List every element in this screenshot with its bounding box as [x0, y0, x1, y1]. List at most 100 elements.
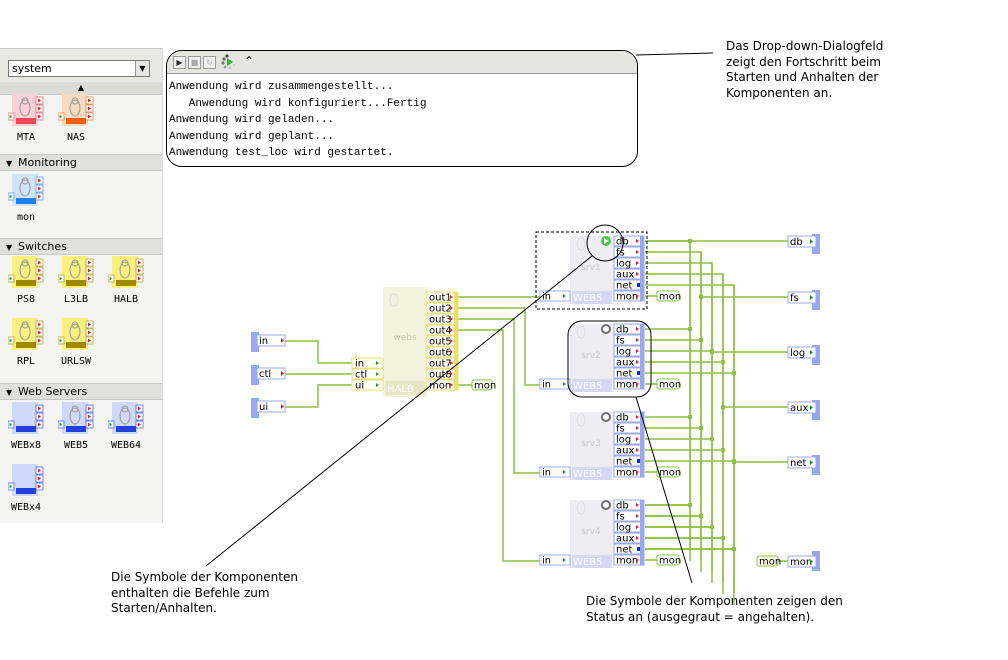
callout-leader-line — [635, 396, 693, 584]
input-arrow-icon — [810, 405, 813, 410]
port-edge — [454, 347, 458, 357]
port-label: log — [616, 347, 631, 358]
palette-item-web64[interactable]: WEB64 — [104, 402, 148, 458]
category-monitoring[interactable]: ▼Monitoring — [0, 154, 162, 171]
mon-label-box — [471, 379, 493, 391]
switch-input-port[interactable] — [351, 379, 384, 391]
port-edge — [640, 522, 644, 532]
chevron-down-icon[interactable]: ▼ — [135, 61, 149, 76]
output-arrow-icon — [636, 349, 639, 353]
output-arrow-icon — [636, 525, 639, 529]
switch-input-port[interactable] — [351, 357, 384, 369]
category-switches[interactable]: ▼Switches — [0, 238, 162, 255]
palette-item-rpl[interactable]: RPL — [4, 318, 48, 374]
port-edge — [640, 269, 644, 279]
palette-item-label: PS8 — [16, 294, 36, 305]
progress-toolbar: ▶ ■ ↻ ⌃ — [167, 51, 637, 74]
palette-item-mta[interactable]: MTA — [4, 94, 48, 150]
palette-dropdown[interactable]: system ▼ — [8, 60, 150, 77]
port-edge — [640, 291, 644, 301]
mon-label-box — [656, 466, 680, 478]
stop-status-icon[interactable] — [601, 412, 611, 422]
server-input-port[interactable] — [539, 378, 571, 390]
palette-item-label: mon — [16, 212, 36, 223]
switch-name-label: webs — [393, 333, 417, 343]
palette-item-urlsw[interactable]: URLSW — [54, 318, 98, 374]
palette-item-web5[interactable]: WEB5 — [54, 402, 98, 458]
input-port-ctl[interactable]: ctl — [251, 365, 286, 385]
play-icon[interactable]: ▶ — [173, 56, 186, 69]
port-label: out4 — [429, 326, 452, 337]
category-web-servers[interactable]: ▼Web Servers — [0, 383, 162, 400]
port-edge — [640, 500, 644, 510]
port-label: aux — [616, 358, 634, 369]
collapse-icon[interactable]: ⌃ — [244, 54, 255, 68]
port-block — [251, 332, 259, 352]
port-edge — [640, 280, 644, 290]
mon-label-box — [656, 290, 680, 302]
palette-item-nas[interactable]: NAS — [54, 94, 98, 150]
output-arrow-icon — [636, 294, 639, 298]
output-arrow-icon — [636, 514, 639, 518]
output-arrow-icon — [281, 404, 284, 409]
port-label: aux — [790, 403, 808, 414]
log-line: Anwendung wird geladen... — [169, 114, 335, 126]
stop-icon[interactable]: ■ — [188, 56, 201, 69]
palette-item-mon[interactable]: mon — [4, 174, 48, 230]
switch-input-port[interactable] — [351, 368, 384, 380]
server-input-port[interactable] — [539, 290, 571, 302]
expand-triangle-icon[interactable]: ▼ — [6, 243, 13, 252]
palette-item-l3lb[interactable]: L3LB — [54, 256, 98, 312]
stop-status-icon[interactable] — [601, 324, 611, 334]
refresh-icon[interactable]: ↻ — [203, 56, 216, 69]
port-label: out5 — [429, 337, 452, 348]
output-port-fs[interactable]: fs — [787, 290, 820, 310]
port-label: in — [542, 380, 551, 391]
port-edge — [454, 303, 458, 313]
switch-webs[interactable]: HALBwebsinctluiout1out2out3out4out5out6o… — [351, 287, 496, 397]
output-port-net[interactable]: net — [787, 455, 820, 475]
output-port-db[interactable]: db — [787, 234, 820, 254]
port-body — [787, 235, 817, 248]
component-icon — [57, 256, 94, 288]
port-label: out1 — [429, 293, 452, 304]
play-glyph-icon — [604, 238, 609, 244]
palette-item-webx4[interactable]: WEBx4 — [4, 464, 48, 520]
server-input-port[interactable] — [539, 466, 571, 478]
port-label: mon — [616, 556, 638, 567]
palette-item-halb[interactable]: HALB — [104, 256, 148, 312]
port-label: out7 — [429, 359, 452, 370]
mon-label: mon — [659, 292, 681, 303]
expand-triangle-icon[interactable]: ▼ — [6, 159, 13, 168]
callout-line: Das Drop-down-Dialogfeld — [726, 39, 884, 53]
port-label: fs — [616, 512, 625, 523]
port-label: in — [542, 468, 551, 479]
connection-wire — [285, 340, 355, 364]
log-line: Anwendung test_loc wird gestartet. — [169, 147, 394, 159]
stop-status-icon[interactable] — [601, 500, 611, 510]
palette-item-webx8[interactable]: WEBx8 — [4, 402, 48, 458]
port-edge — [454, 380, 458, 390]
penguin-icon — [576, 237, 586, 251]
port-edge — [454, 358, 458, 368]
input-port-in[interactable]: in — [251, 332, 286, 352]
expand-triangle-icon[interactable]: ▼ — [6, 388, 13, 397]
server-input-port[interactable] — [539, 554, 571, 566]
callout-status: Die Symbole der Komponenten zeigen den S… — [586, 594, 843, 625]
palette-item-ps8[interactable]: PS8 — [4, 256, 48, 312]
output-port-log[interactable]: log — [787, 345, 820, 365]
output-arrow-icon — [450, 295, 453, 299]
server-type-band — [572, 379, 612, 392]
callout-line: enthalten die Befehle zum — [111, 585, 270, 600]
output-port-aux[interactable]: aux — [787, 400, 820, 420]
server-type-band — [572, 467, 612, 480]
port-body — [787, 291, 817, 304]
callout-rounded-rect — [567, 320, 652, 398]
input-port-ui[interactable]: ui — [251, 398, 286, 418]
palette-item-label: WEB64 — [110, 440, 142, 451]
